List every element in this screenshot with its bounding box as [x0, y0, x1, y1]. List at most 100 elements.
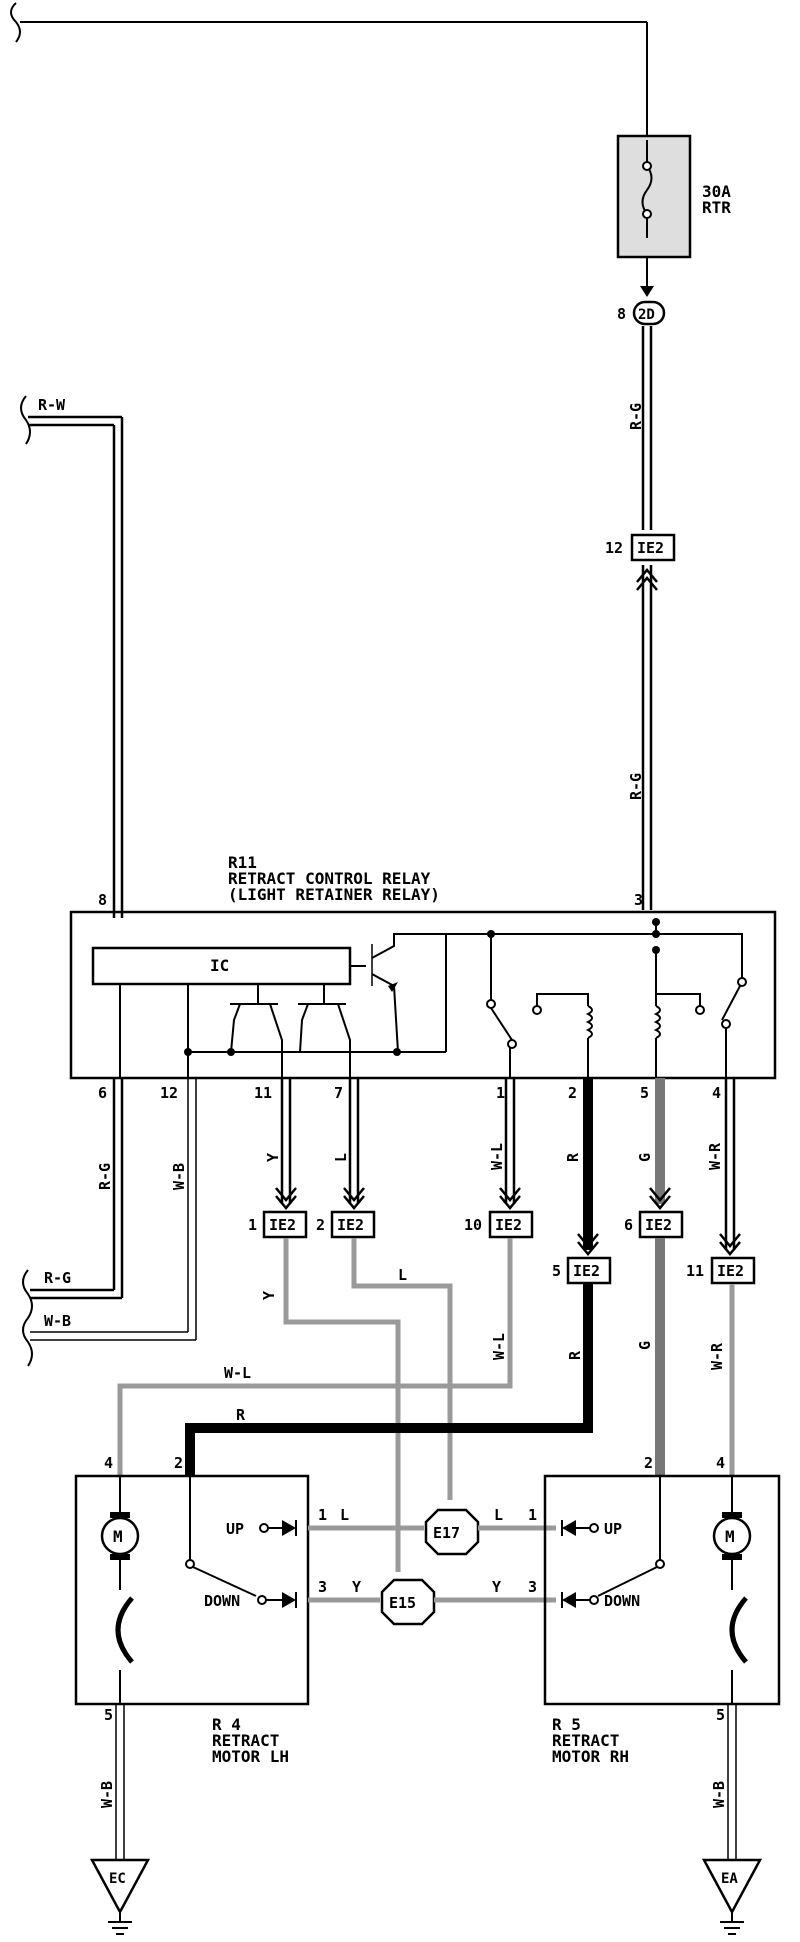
ie2-pin-5: 5 — [552, 1262, 561, 1280]
wire-label-r-b: R — [566, 1350, 584, 1360]
ie2-pin-6: 6 — [624, 1216, 633, 1234]
wire-branch-l — [343, 1078, 365, 1210]
ie2-pin-11: 11 — [686, 1262, 704, 1280]
ground-wire-rh — [727, 1704, 737, 1860]
motor-lh-box — [74, 1474, 310, 1706]
wire-label-r-c: R — [236, 1406, 246, 1424]
wire-label-l-b: L — [398, 1266, 407, 1284]
wire-label-wr-a: W-R — [706, 1142, 724, 1170]
ground-ea-label: EA — [721, 1871, 738, 1887]
ie2-label-5: IE2 — [573, 1262, 600, 1280]
ie2-pin-10: 10 — [464, 1216, 482, 1234]
wire-label-l-rh: L — [494, 1506, 503, 1524]
relay-pin-8: 8 — [98, 891, 107, 909]
wire-label-g-a: G — [636, 1153, 654, 1162]
motor-rh-pin3: 3 — [528, 1578, 537, 1596]
relay-pin-12: 12 — [160, 1084, 178, 1102]
motor-lh-pin5: 5 — [104, 1706, 113, 1724]
wire-label-rw: R-W — [38, 396, 66, 414]
motor-rh-code: R 5 — [552, 1715, 581, 1734]
ie2-label-11: IE2 — [717, 1262, 744, 1280]
motor-lh-pin1: 1 — [318, 1506, 327, 1524]
fuse-name: RTR — [702, 198, 731, 217]
motor-rh-up: UP — [604, 1520, 622, 1538]
wire-label-wb-rh: W-B — [710, 1781, 728, 1808]
relay-pin-2: 2 — [568, 1084, 577, 1102]
motor-rh-pin5: 5 — [716, 1706, 725, 1724]
wire-label-wb-left: W-B — [170, 1163, 188, 1190]
wire-rh-from-splices — [434, 1525, 556, 1603]
wire-label-rg-top2: R-G — [627, 773, 645, 800]
wire-label-rg-out: R-G — [44, 1269, 71, 1287]
wire-label-l-a: L — [332, 1153, 350, 1162]
relay-pin-4: 4 — [712, 1084, 721, 1102]
wire-label-wl-c: W-L — [224, 1364, 251, 1382]
relay-internals — [119, 918, 747, 1078]
wire-y-lower — [283, 1238, 401, 1572]
top-feed-wire — [10, 2, 648, 140]
wire-l-lower — [351, 1238, 453, 1500]
motor-lh-line1: RETRACT — [212, 1731, 279, 1750]
connector-ie2-2 — [330, 1210, 376, 1239]
relay-pin-6: 6 — [98, 1084, 107, 1102]
motor-rh-down: DOWN — [604, 1592, 640, 1610]
connector-2d — [632, 300, 666, 326]
wire-r-g-main — [636, 326, 658, 910]
relay-code: R11 — [228, 853, 257, 872]
wire-label-y-lh: Y — [352, 1578, 361, 1596]
wire-label-wl-a: W-L — [488, 1143, 506, 1170]
ie2-pin-1: 1 — [248, 1216, 257, 1234]
relay-pin-3: 3 — [634, 891, 643, 909]
wire-label-y-b: Y — [260, 1291, 278, 1300]
wire-r-g-w-b-out — [22, 1078, 197, 1367]
wire-label-y-rh: Y — [492, 1578, 501, 1596]
wire-label-l-lh: L — [340, 1506, 349, 1524]
connector-ie2-12 — [630, 533, 676, 562]
motor-lh-up: UP — [226, 1520, 244, 1538]
ie2-label-10: IE2 — [495, 1216, 522, 1234]
wire-label-r-a: R — [564, 1152, 582, 1162]
wire-branch-y — [275, 1078, 297, 1210]
connector-ie2-6 — [638, 1210, 684, 1239]
connector-ie2-10 — [488, 1210, 534, 1239]
ie2-label-2: IE2 — [337, 1216, 364, 1234]
motor-lh-code: R 4 — [212, 1715, 241, 1734]
fuse-rating: 30A — [702, 182, 731, 201]
connector-ie2-11 — [710, 1256, 756, 1285]
motor-rh-pin1: 1 — [528, 1506, 537, 1524]
ground-ec-icon — [89, 1858, 151, 1935]
wire-lh-to-splices — [308, 1525, 424, 1603]
ie2-pin-12: 12 — [605, 539, 623, 557]
relay-name: RETRACT CONTROL RELAY — [228, 869, 431, 888]
wire-label-wb-lh: W-B — [98, 1781, 116, 1808]
ground-ec-label: EC — [109, 1871, 126, 1887]
wire-branch-w-r — [719, 1078, 741, 1256]
wire-label-g-b: G — [636, 1341, 654, 1350]
relay-ic-label: IC — [210, 956, 229, 975]
connector-ie2-1 — [262, 1210, 308, 1239]
ie2-pin-2: 2 — [316, 1216, 325, 1234]
wire-label-wl-b: W-L — [490, 1333, 508, 1360]
wire-r-w — [20, 395, 124, 918]
motor-rh-line2: MOTOR RH — [552, 1747, 629, 1766]
motor-lh-m: M — [113, 1527, 123, 1546]
connector-ie2-5 — [566, 1256, 612, 1285]
relay-subname: (LIGHT RETAINER RELAY) — [228, 885, 440, 904]
ie2-label-12: IE2 — [637, 539, 664, 557]
splice-e15 — [380, 1578, 436, 1626]
motor-rh-line1: RETRACT — [552, 1731, 619, 1750]
ie2-label-6: IE2 — [645, 1216, 672, 1234]
motor-rh-pin2: 2 — [644, 1454, 653, 1472]
wire-label-rg-left: R-G — [96, 1163, 114, 1190]
ie2-label-1: IE2 — [269, 1216, 296, 1234]
wire-branch-w-l — [499, 1078, 521, 1210]
relay-pin-7: 7 — [334, 1084, 343, 1102]
splice-e17 — [424, 1508, 480, 1556]
relay-pin-11: 11 — [254, 1084, 272, 1102]
wire-label-wb-out: W-B — [44, 1312, 71, 1330]
relay-pin-5: 5 — [640, 1084, 649, 1102]
motor-rh-box — [543, 1474, 781, 1706]
motor-rh-pin4: 4 — [716, 1454, 725, 1472]
wire-branch-r — [577, 1078, 599, 1256]
